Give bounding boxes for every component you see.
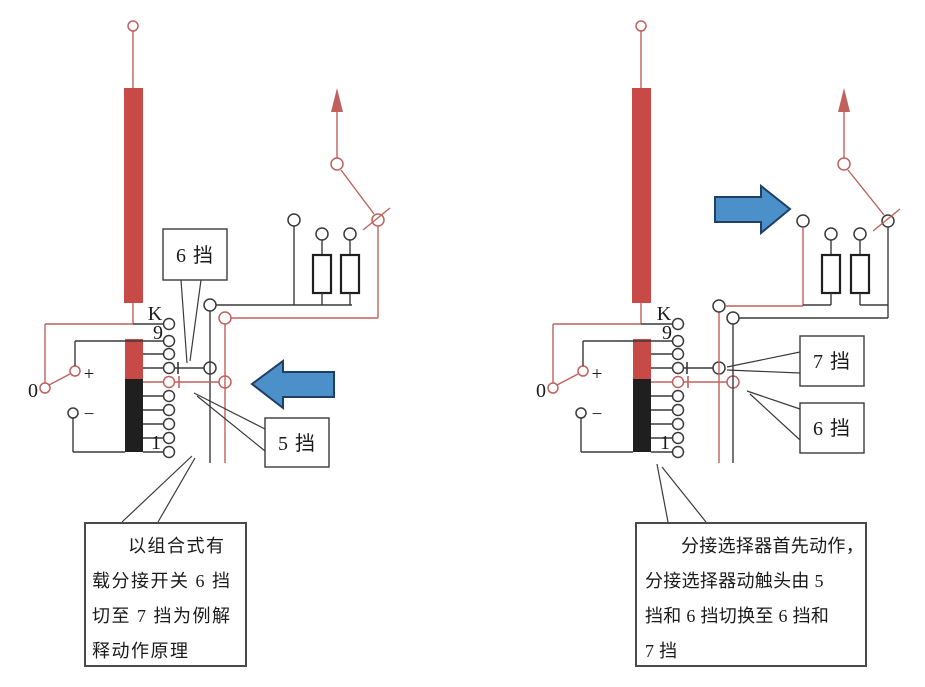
motion-arrow-right: [714, 183, 792, 236]
minus-label: −: [592, 404, 603, 425]
output-arrow: [838, 88, 850, 112]
zero-label: 0: [536, 380, 546, 402]
main-winding: [632, 20, 651, 324]
arm-top-upper: [712, 299, 726, 313]
main-winding: [124, 20, 143, 324]
arm-top-lower: [726, 311, 740, 325]
callout-tap-lower: 6 挡: [746, 390, 865, 454]
reversing-switch: 0 + −: [28, 323, 133, 453]
tap-contacts: K 9 1: [75, 303, 176, 459]
diverter-switch: [837, 88, 901, 318]
resistor: [339, 253, 361, 295]
minus-contact: [67, 407, 79, 419]
winding-bar: [632, 88, 651, 303]
contact-K: [162, 317, 176, 331]
one-label: 1: [151, 432, 161, 454]
line-terminal: [127, 20, 139, 32]
reversing-switch: 0 + −: [536, 323, 641, 453]
callout-tap-lower: 5 挡: [193, 392, 330, 468]
minus-label: −: [84, 404, 95, 425]
tap-winding: [633, 339, 651, 452]
reversing-blade: [48, 373, 71, 386]
contact-1: [162, 445, 176, 459]
callout-tap-upper-label: 6 挡: [176, 244, 214, 267]
zero-contact: [39, 382, 51, 394]
output-arrow: [331, 88, 343, 112]
diverter-switch: [330, 88, 391, 318]
note-box-right: 分接选择器首先动作， 分接选择器动触头由 5 挡和 6 挡切换至 6 挡和 7 …: [635, 522, 867, 667]
diverter-blade: [847, 169, 885, 216]
zero-contact: [547, 382, 559, 394]
callout-tap-lower-label: 5 挡: [278, 432, 316, 455]
resistor: [849, 253, 871, 295]
plus-contact: [69, 365, 81, 377]
motion-arrow-left: [250, 359, 335, 411]
selector-arms: [684, 299, 888, 463]
contact-9: [671, 334, 685, 348]
contact-9: [162, 334, 176, 348]
k-label: K: [148, 303, 163, 325]
reversing-blade: [556, 373, 579, 386]
right-diagram: 0 + − K 9 1: [536, 20, 901, 523]
callout-tap-upper: 7 挡: [726, 335, 865, 387]
callout-tap-lower-label: 6 挡: [813, 417, 851, 440]
note-pointer: [121, 455, 196, 523]
zero-label: 0: [28, 380, 38, 402]
line-terminal: [635, 20, 647, 32]
plus-label: +: [592, 364, 603, 385]
callout-tap-upper: 6 挡: [162, 228, 228, 364]
transition-resistors: [287, 213, 361, 305]
one-label: 1: [660, 432, 670, 454]
minus-contact: [575, 407, 587, 419]
selector-arms: [175, 298, 378, 463]
note-box-left: 以组合式有 载分接开关 6 挡 切至 7 挡为例解 释动作原理: [84, 522, 247, 667]
nine-label: 9: [153, 322, 163, 344]
tap-winding: [125, 339, 143, 452]
tap-contacts: K 9 1: [583, 303, 685, 459]
contact-K: [671, 317, 685, 331]
k-label: K: [657, 303, 672, 325]
transition-resistors: [796, 214, 888, 306]
arm-top-upper: [203, 298, 217, 312]
contact-1: [671, 445, 685, 459]
arm-top-lower: [218, 311, 232, 325]
resistor: [311, 253, 333, 295]
plus-label: +: [84, 364, 95, 385]
callout-tap-upper-label: 7 挡: [813, 350, 851, 373]
plus-contact: [577, 365, 589, 377]
resistor: [820, 253, 842, 295]
nine-label: 9: [662, 322, 672, 344]
winding-bar: [124, 88, 143, 303]
left-diagram: 0 + − K 9 1: [28, 20, 391, 523]
diverter-blade: [340, 169, 375, 215]
note-pointer: [656, 463, 707, 523]
